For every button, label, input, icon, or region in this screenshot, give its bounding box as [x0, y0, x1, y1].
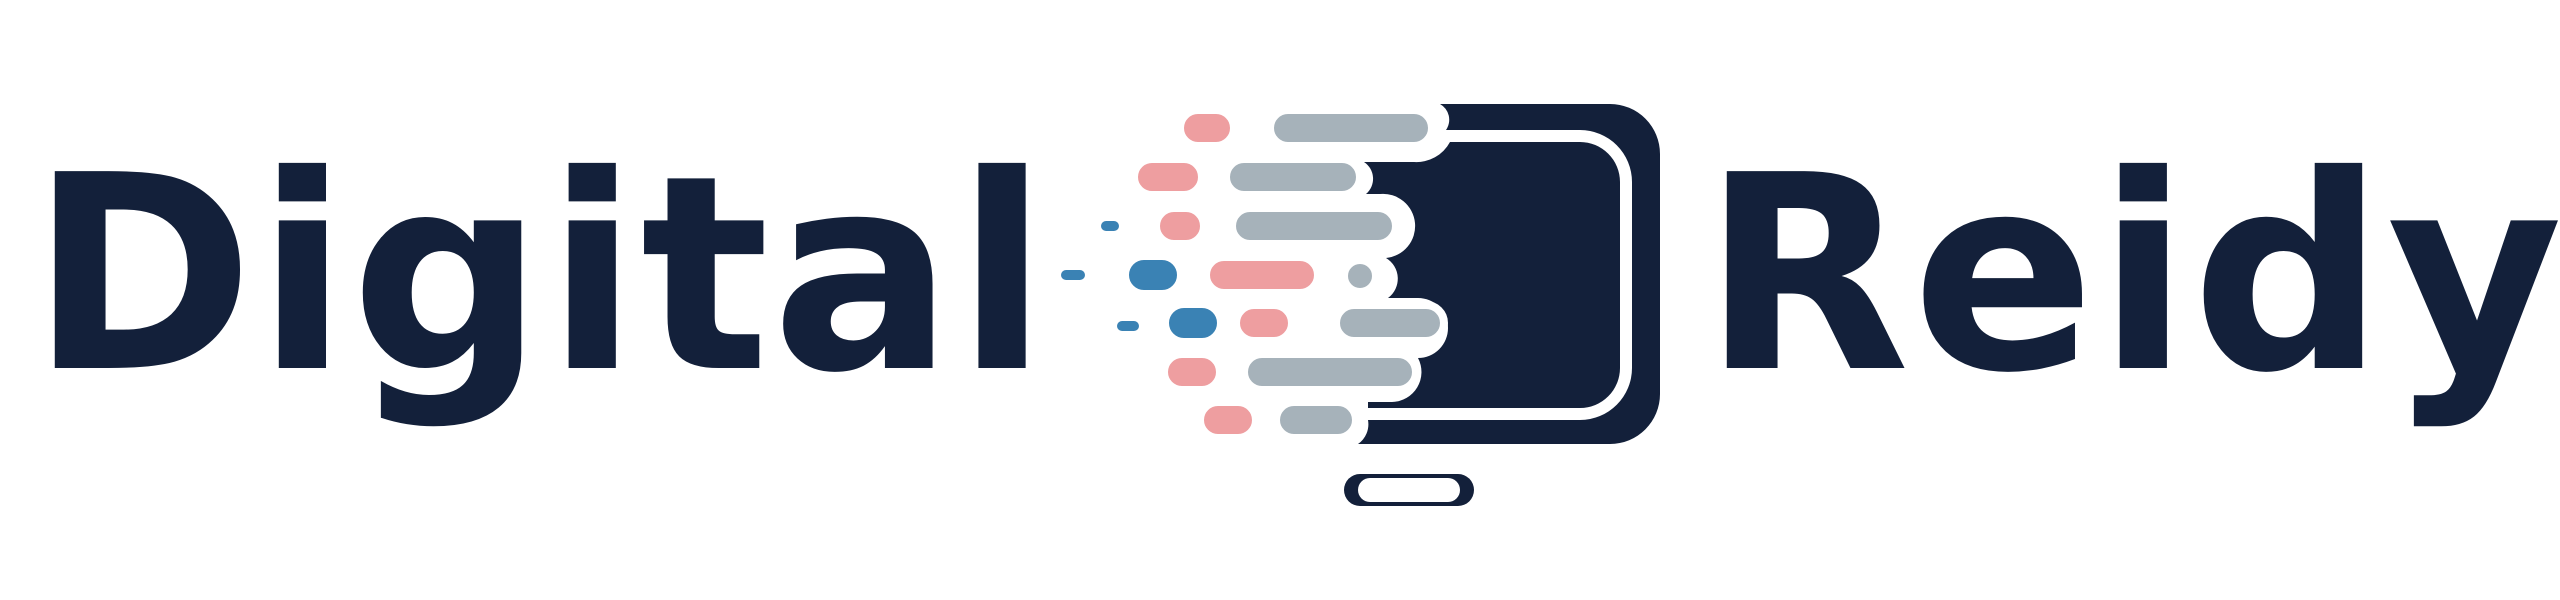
monitor-code-icon [1055, 104, 1660, 506]
brand-name-right: Reidy [1702, 117, 2560, 432]
code-lines-grey [1222, 106, 1448, 442]
brand-name-left: Digital [30, 117, 1051, 432]
code-lines-blue [1055, 215, 1223, 344]
monitor-shape [1344, 104, 1660, 506]
code-lines-pink [1130, 106, 1322, 442]
